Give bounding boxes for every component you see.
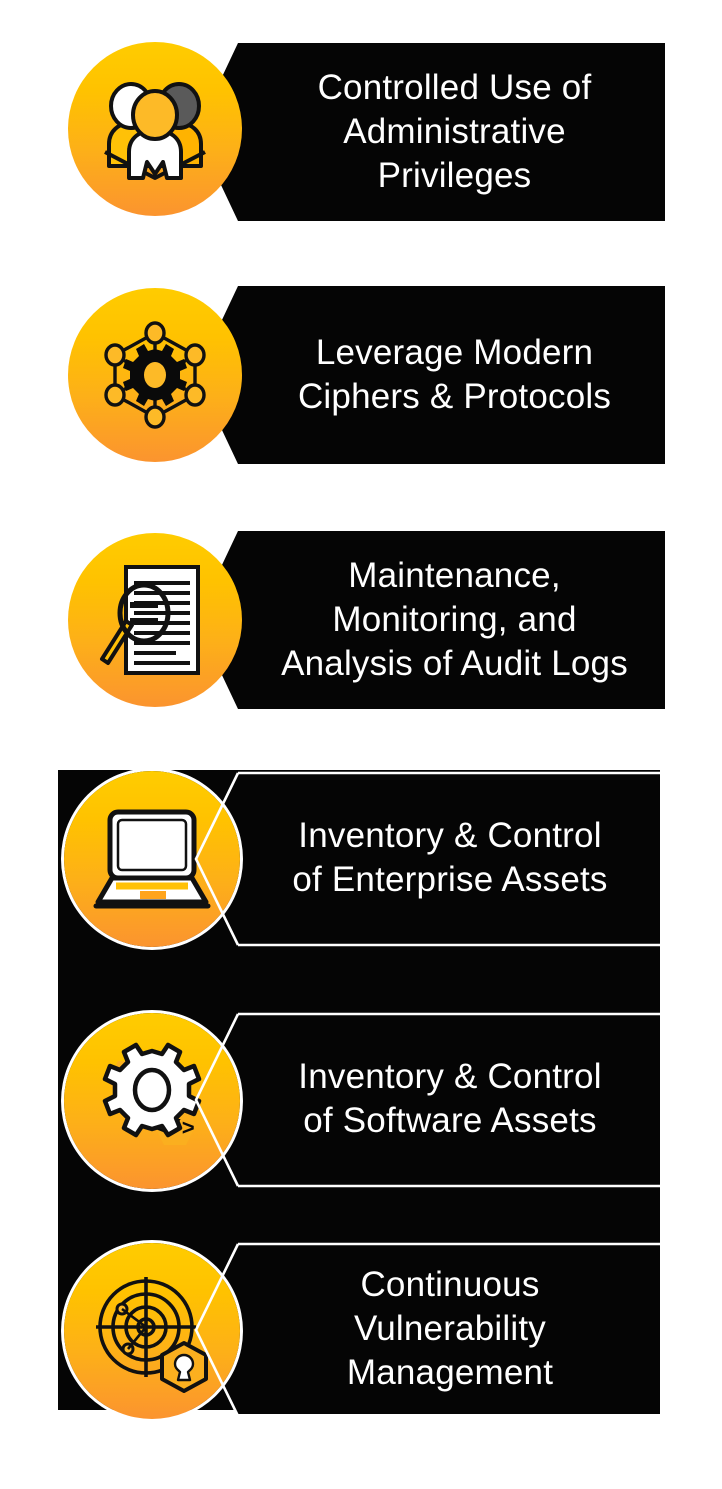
radar-lock-icon (88, 1267, 216, 1395)
item-2-title: Leverage Modern Ciphers & Protocols (297, 332, 612, 416)
item-4-title: Inventory & Control of Enterprise Assets (292, 815, 608, 899)
item-1-title: Controlled Use of Administrative Privile… (317, 67, 592, 196)
item-6-icon-circle[interactable] (64, 1243, 240, 1419)
document-magnifier-icon (96, 559, 214, 681)
laptop-icon (88, 806, 216, 912)
item-6-badge[interactable]: Continuous Vulnerability Management (196, 1244, 660, 1414)
item-3-icon-circle[interactable] (68, 533, 242, 707)
item-5-title: Inventory & Control of Software Assets (298, 1056, 602, 1140)
item-3-badge[interactable]: Maintenance, Monitoring, and Analysis of… (196, 531, 665, 709)
item-6-title: Continuous Vulnerability Management (346, 1264, 554, 1393)
users-group-icon (95, 74, 215, 184)
item-3-title: Maintenance, Monitoring, and Analysis of… (281, 555, 628, 684)
item-5-icon-circle[interactable]: {} </> (64, 1013, 240, 1189)
item-1-badge[interactable]: Controlled Use of Administrative Privile… (196, 43, 665, 221)
item-2-icon-circle[interactable] (68, 288, 242, 462)
item-2-badge[interactable]: Leverage Modern Ciphers & Protocols (196, 286, 665, 464)
gear-code-icon: {} </> (88, 1037, 216, 1165)
item-5-badge[interactable]: Inventory & Control of Software Assets (196, 1014, 660, 1184)
item-4-badge[interactable]: Inventory & Control of Enterprise Assets (196, 773, 660, 943)
network-gear-icon (95, 315, 215, 435)
item-4-icon-circle[interactable] (64, 771, 240, 947)
item-1-icon-circle[interactable] (68, 42, 242, 216)
